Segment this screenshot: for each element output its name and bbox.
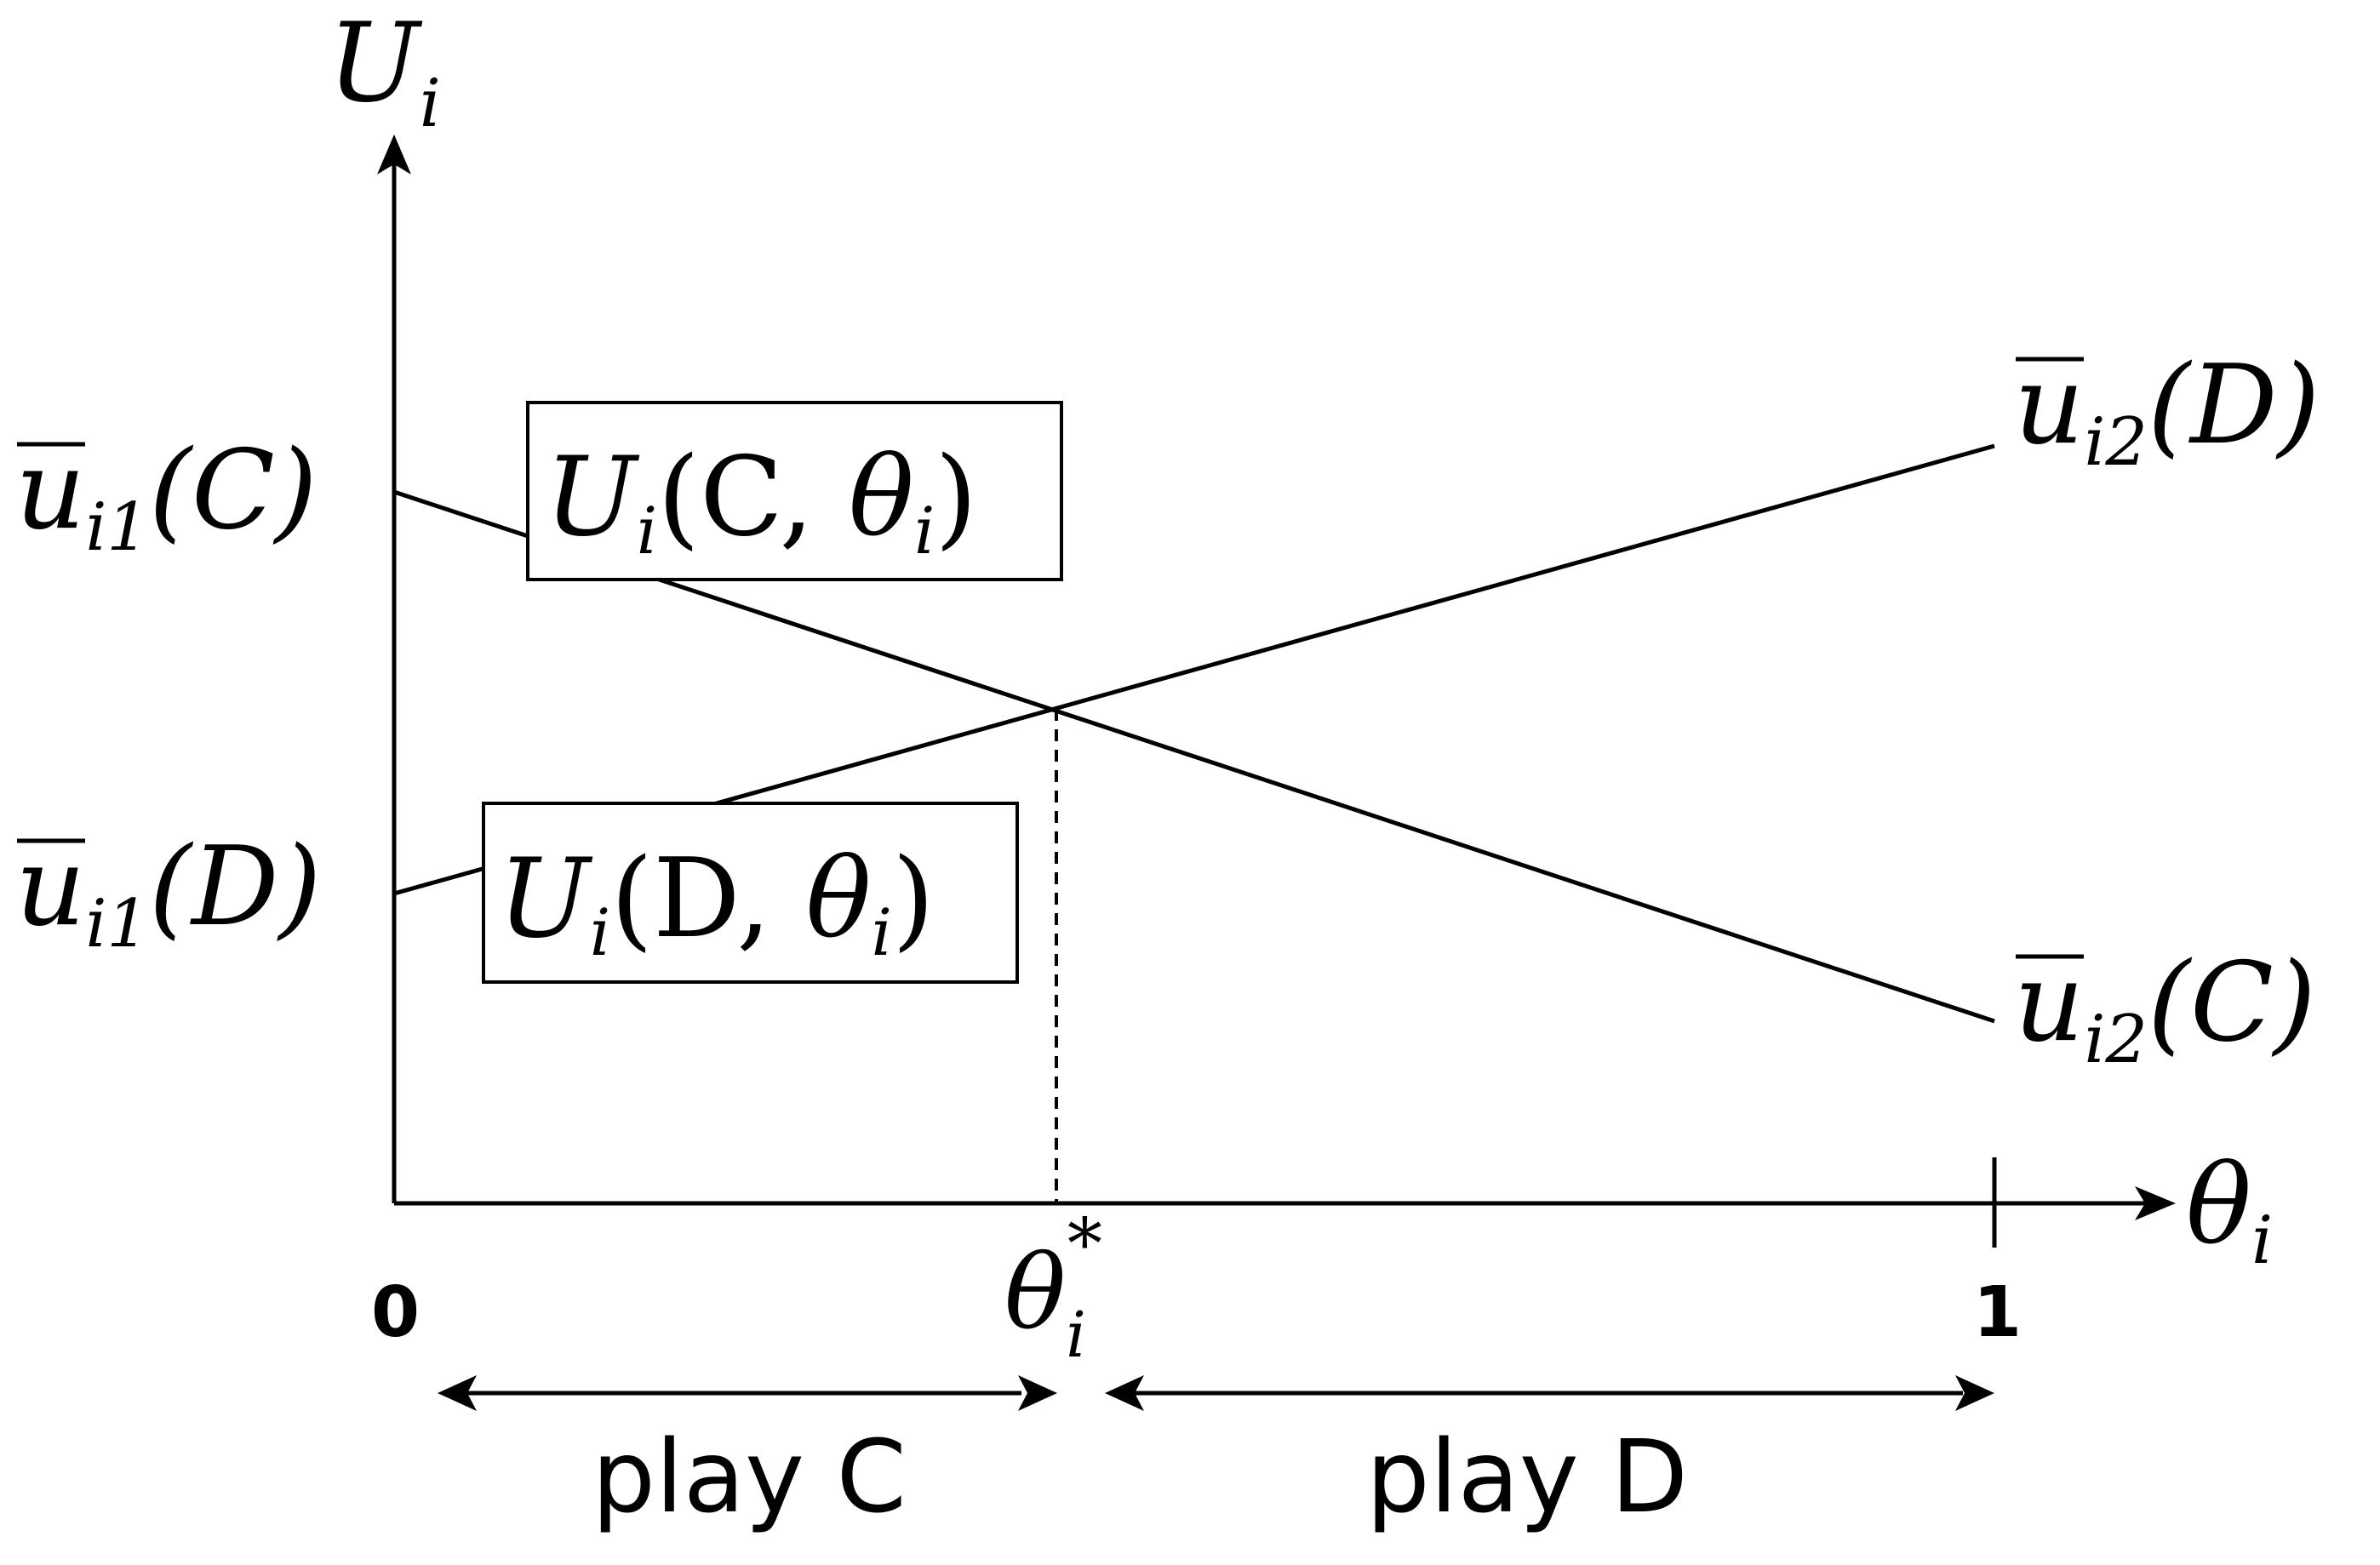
cooperate-label: Ui(C, θi)	[545, 434, 977, 568]
left-bottom-endpoint-label: ui1(D)	[15, 824, 322, 962]
left-top-endpoint-label: ui1(C)	[15, 427, 318, 566]
y-axis-label: Ui	[328, 0, 441, 142]
right-bottom-endpoint-label: ui2(C)	[2014, 940, 2316, 1078]
play-c-label: play C	[592, 1418, 907, 1535]
cooperate-label-box	[526, 401, 1063, 581]
defect-label: Ui(D, θi)	[498, 836, 935, 970]
x-axis-label: θi	[2186, 1142, 2273, 1279]
play-d-arrowhead-left	[1105, 1375, 1144, 1411]
x-axis-arrowhead	[2135, 1186, 2176, 1220]
defect-label-box	[482, 802, 1019, 984]
play-d-label: play D	[1366, 1418, 1688, 1535]
x-tick-label-one: 1	[1973, 1272, 2022, 1353]
play-c-arrowhead-left	[438, 1375, 477, 1411]
x-tick-label-zero: 0	[371, 1272, 420, 1353]
right-top-endpoint-label: ui2(D)	[2014, 342, 2320, 481]
threshold-label: θi*	[1004, 1204, 1102, 1372]
y-axis-arrowhead	[377, 134, 411, 174]
play-d-arrowhead-right	[1955, 1375, 1994, 1411]
play-c-arrowhead-right	[1018, 1375, 1057, 1411]
